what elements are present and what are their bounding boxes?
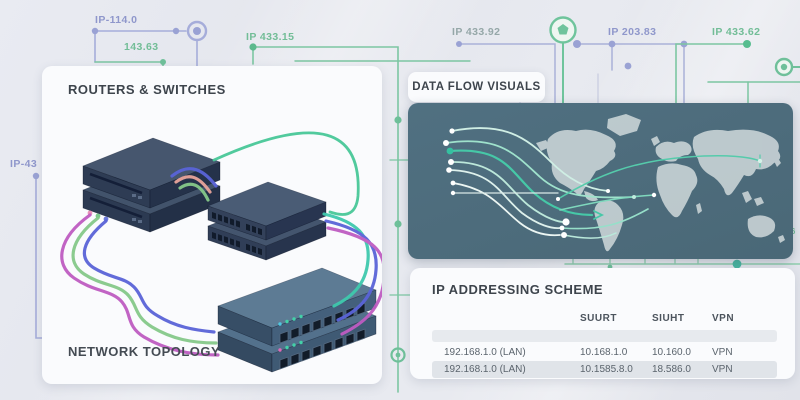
ring-node-icon: [774, 57, 800, 77]
suurt-cell: 10.168.1.0: [580, 347, 628, 358]
topology-panel-caption: NETWORK TOPOLOGY: [68, 344, 221, 359]
ring-node-icon: [390, 347, 406, 363]
arrow-icon: [593, 210, 605, 220]
router-stack-illustration: [82, 137, 221, 233]
dataflow-panel-title-chip: DATA FLOW VISUALS: [408, 72, 545, 102]
dataflow-endpoint-dots: [443, 128, 763, 238]
suurt-cell: 10.1585.8.0: [580, 364, 633, 375]
topology-panel: ROUTERS & SWITCHES: [42, 66, 382, 384]
world-map-illustration: [443, 114, 785, 252]
dataflow-map-panel: [408, 103, 793, 259]
big-switch-stack-illustration: [217, 267, 377, 373]
network-cell: 192.168.1.0 (LAN): [444, 347, 526, 358]
column-header: SUURT: [580, 313, 617, 324]
vpn-cell: VPN: [712, 347, 733, 358]
ip-table-row: 192.168.1.0 (LAN) 10.168.1.0 10.160.0 VP…: [432, 344, 777, 361]
dataflow-curves: [445, 127, 761, 239]
siuht-cell: 18.586.0: [652, 364, 691, 375]
bg-ip-label: IP-114.0: [95, 14, 138, 26]
bg-ip-label: IP 433.15: [246, 31, 295, 43]
bg-ip-label: 143.63: [124, 41, 159, 53]
topology-panel-title: ROUTERS & SWITCHES: [68, 82, 226, 97]
ip-table: SUURT SIUHT VPN 192.168.1.0 (LAN) 10.168…: [432, 310, 777, 378]
siuht-cell: 10.160.0: [652, 347, 691, 358]
dataflow-panel-title: DATA FLOW VISUALS: [412, 81, 541, 93]
ip-scheme-panel: IP ADDRESSING SCHEME SUURT SIUHT VPN 192…: [410, 268, 795, 379]
world-map-continents: [536, 114, 785, 252]
network-cables: [60, 131, 382, 357]
column-header: VPN: [712, 313, 735, 324]
switch-stack-illustration: [207, 181, 327, 261]
table-spacer-band: [432, 330, 777, 342]
bg-ip-label: IP-43: [10, 158, 38, 170]
bg-ip-label: IP 433.92: [452, 26, 501, 38]
network-topology-illustration: [60, 131, 382, 373]
column-header: SIUHT: [652, 313, 685, 324]
ring-node-icon: [186, 20, 208, 42]
ip-table-row: 192.168.1.0 (LAN) 10.1585.8.0 18.586.0 V…: [432, 361, 777, 378]
shield-node-icon: [549, 16, 577, 104]
vpn-cell: VPN: [712, 364, 733, 375]
network-cell: 192.168.1.0 (LAN): [444, 364, 526, 375]
ip-table-header-row: SUURT SIUHT VPN: [432, 310, 777, 327]
ip-scheme-title: IP ADDRESSING SCHEME: [432, 282, 604, 297]
bg-ip-label: IP 203.83: [608, 26, 657, 38]
bg-ip-label: IP 433.62: [712, 26, 761, 38]
